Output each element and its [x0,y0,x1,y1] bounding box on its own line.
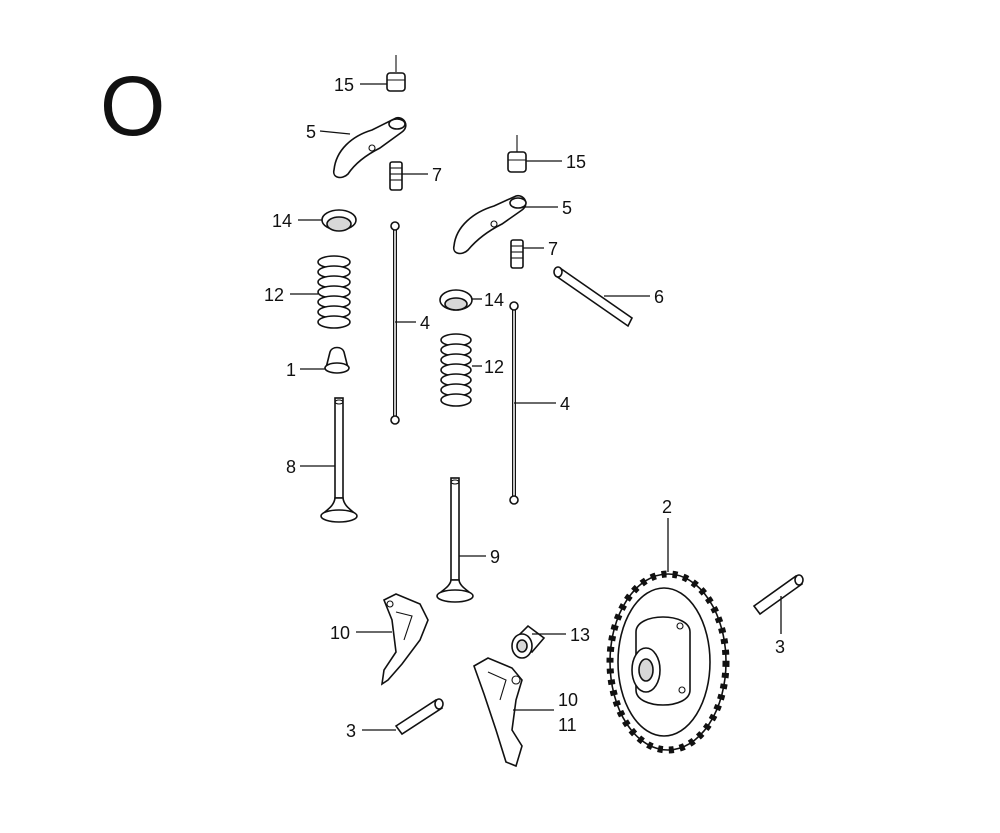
part-roller-13 [511,624,546,659]
callout-15-left: 15 [334,75,354,95]
part-tappet-10-left [380,593,429,686]
callout-9: 9 [490,547,500,567]
part-rocker-arm-5-right [452,194,527,255]
callout-12-right: 12 [484,357,504,377]
callout-13: 13 [570,625,590,645]
callout-3-right: 3 [775,637,785,657]
part-valve-spring-12-left [317,255,351,329]
callout-7-right: 7 [548,239,558,259]
callout-2: 2 [662,497,672,517]
part-retainer-14-left [321,209,357,232]
part-valve-spring-12-right [440,333,472,407]
part-valve-9 [436,477,474,603]
callout-4-left: 4 [420,313,430,333]
leader-lines [290,83,782,731]
part-camshaft-gear-2 [606,570,730,754]
part-retainer-14-right [439,289,473,311]
part-pin-3-right [752,574,804,616]
callout-5-right: 5 [562,198,572,218]
part-rocker-arm-5-left [332,116,407,179]
callout-10-left: 10 [330,623,350,643]
callout-14-left: 14 [272,211,292,231]
part-push-rod-4-left [390,221,400,425]
callout-10-right: 10 [558,690,578,710]
callout-15-right: 15 [566,152,586,172]
callout-4-right: 4 [560,394,570,414]
callout-1: 1 [286,360,296,380]
part-nut-15-left [386,55,406,92]
callout-5-left: 5 [306,122,316,142]
part-adjusting-screw-7-left [389,161,403,191]
callout-11: 11 [558,715,577,735]
callout-8: 8 [286,457,296,477]
part-pin-3-left [394,698,444,736]
part-valve-8 [320,397,358,523]
callout-3-left: 3 [346,721,356,741]
callout-14-right: 14 [484,290,504,310]
callout-7-left: 7 [432,165,442,185]
part-rocker-shaft-6 [553,266,634,328]
part-adjusting-screw-7-right [510,239,524,269]
callout-6: 6 [654,287,664,307]
part-nut-15-right [507,135,527,173]
part-stem-seal-1 [324,346,350,374]
part-tappet-10-11-right [473,657,523,768]
callout-12-left: 12 [264,285,284,305]
section-letter: O [100,59,165,153]
